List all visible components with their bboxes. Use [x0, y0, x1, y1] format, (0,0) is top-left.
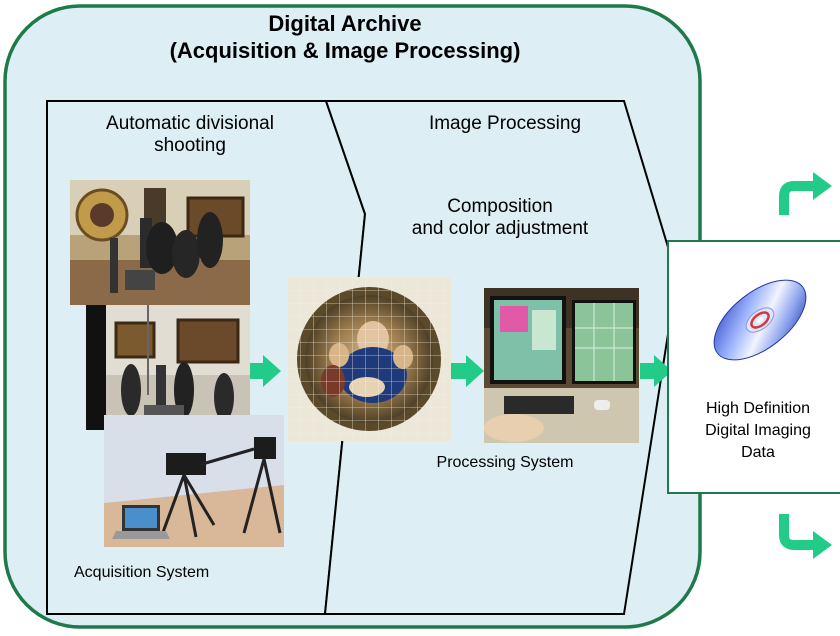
photo-gallery-setup	[86, 305, 250, 430]
processing-caption: Processing System	[436, 454, 574, 471]
processing-subheading: Composition and color adjustment	[411, 196, 589, 239]
photo-gallery-crew	[70, 180, 250, 305]
flow-arrow-3	[640, 355, 672, 387]
bent-arrow-down	[779, 514, 815, 550]
flow-arrow-2	[450, 355, 484, 387]
photo-processing-workstation	[484, 288, 639, 443]
photo-camera-rig	[104, 415, 284, 547]
page-title: Digital Archive (Acquisition & Image Pro…	[169, 11, 521, 63]
output-box	[667, 240, 840, 494]
processing-heading: Image Processing	[428, 113, 582, 134]
bent-arrow-up	[779, 181, 815, 215]
tondo-painting-image	[287, 277, 451, 441]
output-label: High Definition Digital Imaging Data	[705, 400, 811, 461]
flow-arrow-1	[249, 355, 281, 387]
acquisition-heading: Automatic divisional shooting	[106, 113, 274, 156]
disc-icon	[700, 265, 820, 375]
acquisition-caption: Acquisition System	[74, 564, 210, 581]
